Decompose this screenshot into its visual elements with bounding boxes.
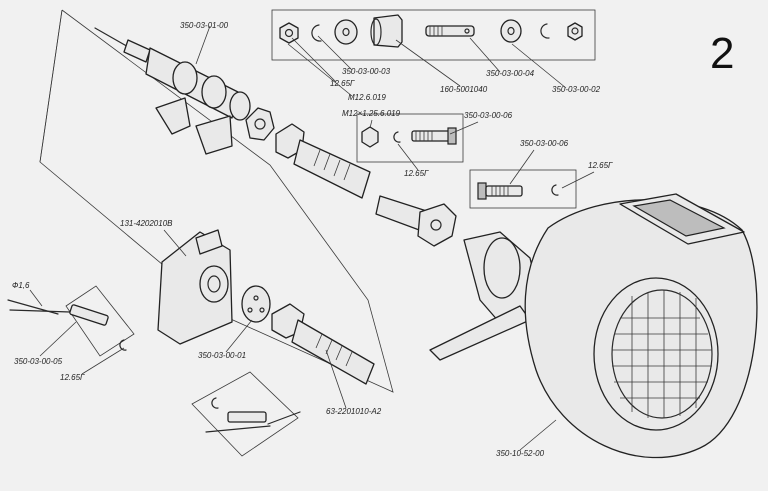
nut-icon xyxy=(279,22,299,44)
bearing-shaft-assembly xyxy=(94,27,275,155)
parts-box-mid xyxy=(356,113,464,163)
callout-labels: 350-03-01-00 350-03-00-03 12.65Г М12.6.0… xyxy=(12,21,613,458)
label-washer-right2: 12.65Г xyxy=(588,161,613,170)
label-bolt-mid: 350-03-00-06 xyxy=(464,111,513,120)
cardan-shaft-lower xyxy=(271,303,375,385)
label-gearbox: 131-4202010В xyxy=(120,219,173,228)
parts-box-left xyxy=(7,285,135,357)
leader-lines xyxy=(29,25,595,451)
washer-right-icon xyxy=(500,19,522,43)
label-driveshaft: 63-2201010-А2 xyxy=(326,407,382,416)
fan-blower xyxy=(429,193,758,459)
label-flange: 350-03-00-01 xyxy=(198,351,246,360)
parts-box-bottom xyxy=(191,371,301,457)
washer-icon xyxy=(334,19,358,45)
parts-box-top xyxy=(271,9,596,61)
label-nut-m12: М12.6.019 xyxy=(348,93,386,102)
cardan-shaft-upper xyxy=(275,123,457,247)
label-wire: Ф1,6 xyxy=(12,281,30,290)
label-cap-washer: 350-03-00-03 xyxy=(342,67,391,76)
label-bolt-m12: М12×1.25.6.019 xyxy=(342,109,401,118)
parts-box-right xyxy=(469,169,577,209)
nut-right-icon xyxy=(567,22,583,41)
label-pin: 350-03-00-04 xyxy=(486,69,535,78)
bushing-icon xyxy=(373,14,403,48)
label-washer-12: 12.65Г xyxy=(330,79,355,88)
spring-washer-right-icon xyxy=(540,23,550,39)
label-washer-right: 350-03-00-02 xyxy=(552,85,601,94)
pin-icon xyxy=(425,25,475,37)
label-bushing: 160-5001040 xyxy=(440,85,488,94)
label-fan: 350-10-52-00 xyxy=(496,449,545,458)
label-pin-left: 350-03-00-05 xyxy=(14,357,63,366)
figure-number: 2 xyxy=(710,29,734,78)
label-washer-left: 12.65Г xyxy=(60,373,85,382)
spring-washer-icon xyxy=(311,24,322,42)
leader-frame xyxy=(39,9,394,393)
label-bolt-right: 350-03-00-06 xyxy=(520,139,569,148)
label-washer-mid: 12.65Г xyxy=(404,169,429,178)
gearbox xyxy=(157,229,271,345)
label-top-assembly: 350-03-01-00 xyxy=(180,21,229,30)
